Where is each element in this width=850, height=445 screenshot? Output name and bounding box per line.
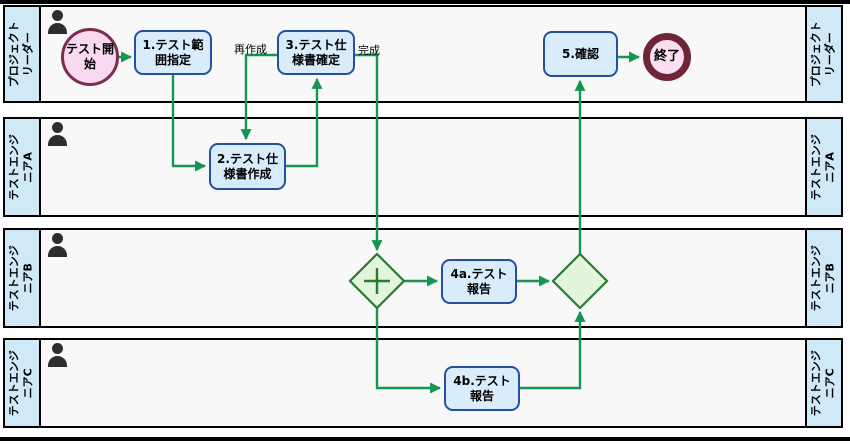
lane-label-right: テストエンジニアC — [805, 340, 841, 426]
lane-test-engineer-c: テストエンジニアC テストエンジニアC — [3, 338, 843, 428]
edge-task3-complete-to-gateway — [355, 53, 383, 252]
task-1: 1.テスト範囲指定 — [134, 30, 212, 75]
task-3-label: 3.テスト仕様書確定 — [285, 37, 347, 67]
lane-label-left: プロジェクトリーダー — [5, 7, 41, 101]
edge-task4b-to-merge — [520, 310, 586, 390]
start-event-label: テスト開始 — [65, 42, 114, 71]
edge-gateway-to-task4b — [375, 308, 442, 394]
person-icon — [47, 343, 67, 370]
pool-top-border — [0, 0, 850, 4]
task-2-label: 2.テスト仕様書作成 — [217, 151, 278, 181]
task-4a: 4a.テスト報告 — [441, 259, 517, 304]
end-event: 終了 — [643, 33, 691, 81]
start-event: テスト開始 — [61, 28, 119, 86]
edge-task2-to-task3 — [286, 77, 323, 168]
plus-icon — [364, 268, 390, 294]
task-4b-label: 4b.テスト報告 — [453, 373, 511, 403]
task-5-label: 5.確認 — [562, 46, 599, 61]
end-event-label: 終了 — [653, 48, 680, 64]
task-5: 5.確認 — [543, 31, 618, 77]
edge-task3-rework-to-task2 — [240, 53, 277, 141]
pool-bottom-border — [0, 437, 850, 441]
gateway-parallel-split — [348, 252, 406, 310]
lane-test-engineer-b: テストエンジニアB テストエンジニアB — [3, 228, 843, 328]
lane-label-right: プロジェクトリーダー — [805, 7, 841, 101]
lane-label-left: テストエンジニアA — [5, 119, 41, 215]
task-3: 3.テスト仕様書確定 — [277, 30, 355, 75]
task-4a-label: 4a.テスト報告 — [450, 266, 508, 296]
edge-label-complete: 完成 — [358, 44, 380, 57]
lane-test-engineer-a: テストエンジニアA テストエンジニアA — [3, 117, 843, 217]
lane-label-left: テストエンジニアC — [5, 340, 41, 426]
lane-label-right: テストエンジニアA — [805, 119, 841, 215]
task-4b: 4b.テスト報告 — [444, 366, 520, 411]
task-1-label: 1.テスト範囲指定 — [142, 37, 204, 67]
gateway-merge — [551, 252, 609, 310]
task-2: 2.テスト仕様書作成 — [209, 143, 286, 190]
person-icon — [47, 10, 67, 37]
person-icon — [47, 233, 67, 260]
lane-label-left: テストエンジニアB — [5, 230, 41, 326]
edge-label-rework: 再作成 — [234, 43, 267, 56]
lane-label-right: テストエンジニアB — [805, 230, 841, 326]
edge-task1-to-task2 — [171, 75, 207, 172]
person-icon — [47, 122, 67, 149]
